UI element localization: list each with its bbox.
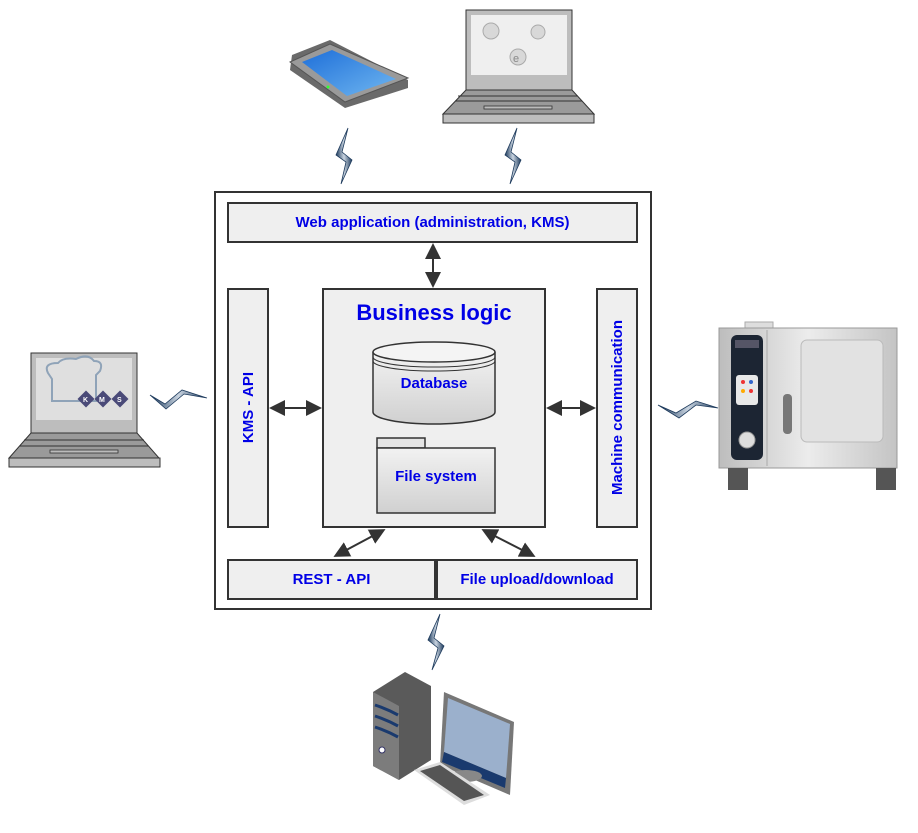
laptop-browser-icon: e [441,9,596,124]
business-logic-box: Business logic [322,288,546,528]
machine-communication-box: Machine communication [596,288,638,528]
lightning-desktop [427,613,445,671]
lightning-laptop [504,127,522,185]
combi-oven-icon [718,321,898,490]
file-transfer-box: File upload/download [436,559,638,600]
svg-text:K: K [83,397,88,404]
lightning-tablet [335,127,353,185]
svg-text:S: S [117,397,122,404]
file-transfer-label: File upload/download [460,571,614,588]
svg-text:e: e [513,53,519,65]
web-application-label: Web application (administration, KMS) [295,214,570,231]
business-logic-label: Business logic [356,300,512,325]
machine-communication-label: Machine communication [608,320,626,496]
tablet-icon [289,40,410,108]
lightning-kms [149,389,208,410]
database-label: Database [400,375,468,392]
web-application-box: Web application (administration, KMS) [227,202,638,243]
kms-api-box: KMS - API [227,288,269,528]
rest-api-label: REST - API [292,571,371,588]
svg-text:M: M [99,397,105,404]
kms-api-label: KMS - API [239,372,257,444]
file-system-label: File system [395,468,477,485]
desktop-computer-icon [373,672,514,805]
lightning-oven [657,400,719,419]
rest-api-box: REST - API [227,559,436,600]
